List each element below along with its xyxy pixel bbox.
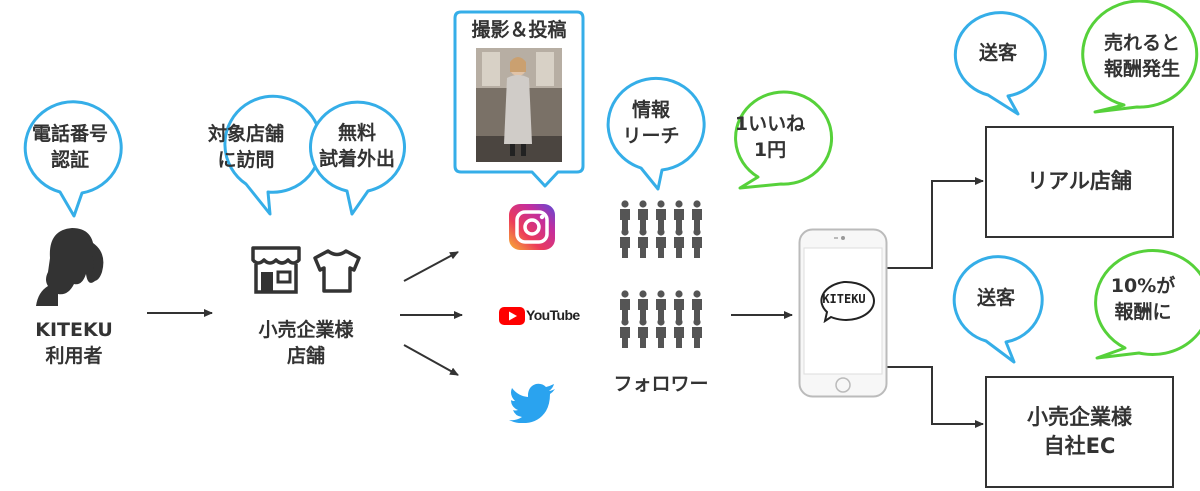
person-icon xyxy=(674,318,684,348)
person-icon xyxy=(674,228,684,258)
connector-to-real-store xyxy=(887,177,984,269)
person-icon xyxy=(656,318,666,348)
twitter-icon xyxy=(509,383,555,423)
bubble-reach: 情報 リーチ xyxy=(622,99,680,147)
retailer-label: 小売企業様 店舗 xyxy=(258,319,354,367)
youtube-wordmark: YouTube xyxy=(526,307,580,323)
app-logo-text: KITEKU xyxy=(822,292,866,306)
user-label: KITEKU 利用者 xyxy=(35,319,113,367)
instagram-icon xyxy=(509,204,555,250)
real-store-label: リアル店舗 xyxy=(1027,169,1132,194)
person-icon xyxy=(620,290,630,320)
person-icon xyxy=(638,228,648,258)
bubble-phone-auth: 電話番号 認証 xyxy=(31,123,108,171)
arrow-to-instagram xyxy=(403,251,459,282)
store-icon xyxy=(251,246,301,294)
connector-to-own-ec xyxy=(887,366,984,428)
bubble-shape-per-like xyxy=(734,90,834,190)
youtube-logo: YouTube xyxy=(499,306,580,326)
bubble-shape-phone-auth xyxy=(23,100,123,218)
followers-label: フォロワー xyxy=(613,373,709,395)
bubble-shape-free-try xyxy=(309,100,406,216)
kiteku-logo-bubble xyxy=(820,280,875,323)
bubble-shape-send-customer-1 xyxy=(953,11,1047,116)
person-icon xyxy=(638,290,648,320)
bubble-send-customer-2: 送客 xyxy=(976,287,1015,310)
woman-silhouette-icon xyxy=(36,228,104,306)
own-ec-label: 小売企業様 自社EC xyxy=(1027,404,1132,458)
own-ec-box: 小売企業様 自社EC xyxy=(985,376,1174,488)
tshirt-icon xyxy=(313,249,361,293)
person-icon xyxy=(656,290,666,320)
person-icon xyxy=(692,228,702,258)
bubble-per-like: 1いいね 1円 xyxy=(734,113,806,161)
real-store-box: リアル店舗 xyxy=(985,126,1174,238)
youtube-icon xyxy=(499,307,525,325)
person-icon xyxy=(638,318,648,348)
person-icon xyxy=(656,200,666,230)
bubble-photo-post-label: 撮影＆投稿 xyxy=(471,19,567,41)
followers-icon xyxy=(620,290,702,348)
bubble-shape-visit-store xyxy=(223,94,323,216)
bubble-shape-sell-reward xyxy=(1081,0,1199,114)
bubble-send-customer-1: 送客 xyxy=(978,42,1017,65)
arrow-to-twitter xyxy=(403,344,459,376)
bubble-sell-reward: 売れると 報酬発生 xyxy=(1103,32,1180,80)
person-icon xyxy=(620,228,630,258)
person-icon xyxy=(674,200,684,230)
person-icon xyxy=(620,200,630,230)
bubble-shape-reach xyxy=(606,76,706,191)
person-icon xyxy=(674,290,684,320)
bubble-free-try: 無料 試着外出 xyxy=(318,122,395,170)
bubble-percent-reward: 10%が 報酬に xyxy=(1110,275,1176,323)
person-icon xyxy=(656,228,666,258)
bubble-visit-store: 対象店舗 に訪問 xyxy=(207,123,284,171)
person-icon xyxy=(620,318,630,348)
person-icon xyxy=(692,318,702,348)
person-icon xyxy=(692,290,702,320)
person-icon xyxy=(638,200,648,230)
post-photo xyxy=(476,48,562,162)
person-icon xyxy=(692,200,702,230)
followers-icon xyxy=(620,200,702,258)
bubble-shape-send-customer-2 xyxy=(952,255,1044,364)
bubble-shape-percent-reward xyxy=(1094,249,1200,360)
